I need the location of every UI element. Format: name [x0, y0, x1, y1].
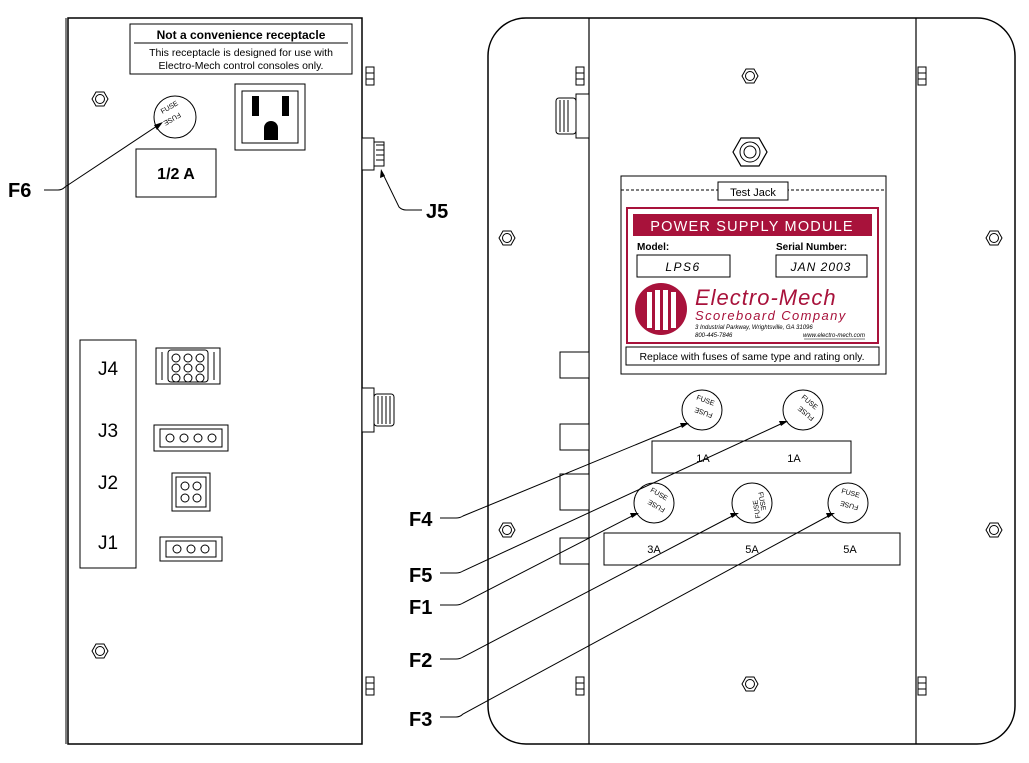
panel-tab — [559, 423, 590, 451]
panel-tab — [559, 473, 590, 511]
fuse-f2-rating: 5A — [745, 544, 759, 556]
callout-f5-label: F5 — [409, 565, 432, 587]
hex-nut-icon — [498, 522, 516, 538]
panel-knob — [555, 93, 590, 139]
hex-nut-icon — [985, 522, 1003, 538]
replace-note-box — [625, 346, 880, 366]
callout-f5: F5 — [409, 421, 788, 587]
side-nut — [365, 66, 375, 86]
callout-f1: F1 — [409, 513, 639, 619]
side-nut — [575, 676, 585, 696]
electro-mech-logo-icon — [635, 283, 687, 335]
callout-f2-label: F2 — [409, 650, 432, 672]
side-nut — [917, 676, 927, 696]
callout-j5-label: J5 — [426, 201, 448, 223]
outlet-receptacle-icon — [234, 83, 306, 151]
fuse-f3-text: FUSE — [841, 488, 861, 500]
side-knob — [361, 387, 395, 433]
module-title: POWER SUPPLY MODULE — [650, 219, 854, 235]
company-address: 3 Industrial Parkway, Wrightsville, GA 3… — [695, 325, 813, 331]
fuse-f6: FUSE FUSE — [153, 95, 197, 139]
side-nut — [365, 676, 375, 696]
connector-j1-icon — [159, 536, 223, 562]
hex-nut-icon — [91, 643, 109, 659]
side-nut — [575, 66, 585, 86]
panel-tab — [559, 351, 590, 379]
fuse-f6-rating-box — [135, 148, 217, 198]
hex-nut-icon — [91, 91, 109, 107]
side-nut — [917, 66, 927, 86]
model-value-box — [636, 254, 731, 278]
fuse-f5: FUSE FUSE — [782, 389, 824, 431]
fuse-f3-rating: 5A — [843, 544, 857, 556]
warning-line-2: Electro-Mech control consoles only. — [159, 60, 324, 72]
fuse-f3-text-2: FUSE — [839, 499, 859, 511]
hex-nut-icon — [741, 68, 759, 84]
fuse-f1-rating: 3A — [647, 544, 661, 556]
callout-f3: F3 — [409, 513, 835, 731]
connector-j4-icon — [155, 347, 221, 385]
fuse-f2-text: FUSE — [756, 492, 766, 512]
fuse-ratings-bottom-box — [603, 532, 901, 566]
fuse-ratings-top-box — [651, 440, 852, 474]
fuse-f3: FUSE FUSE — [827, 482, 869, 524]
serial-value-box — [775, 254, 868, 278]
callout-f6-label: F6 — [8, 180, 31, 202]
warning-title: Not a convenience receptacle — [157, 28, 326, 42]
fuse-f2: FUSE FUSE — [731, 482, 773, 524]
model-label: Model: — [637, 242, 669, 253]
connector-j2-icon — [171, 472, 211, 512]
replace-note: Replace with fuses of same type and rati… — [639, 351, 864, 363]
fuse-f5-rating: 1A — [787, 453, 801, 465]
right-panel: Test Jack POWER SUPPLY MODULE Model: Ser… — [487, 17, 1016, 745]
test-jack-label-box — [717, 181, 789, 201]
fuse-f2-text-2: FUSE — [752, 499, 762, 519]
test-jack-icon — [732, 137, 768, 167]
callout-j5: J5 — [380, 169, 448, 223]
callout-f4: F4 — [409, 423, 689, 531]
company-subtitle: Scoreboard Company — [695, 308, 847, 323]
connector-label-plate — [79, 339, 137, 569]
company-phone: 800-445-7846 — [695, 333, 733, 339]
connector-j4-label: J4 — [98, 359, 119, 380]
hex-nut-icon — [498, 230, 516, 246]
hex-nut-icon — [741, 676, 759, 692]
callout-f4-label: F4 — [409, 509, 433, 531]
company-name: Electro-Mech — [695, 285, 837, 310]
warning-label: Not a convenience receptacle This recept… — [129, 23, 353, 75]
fuse-f4: FUSE FUSE — [681, 389, 723, 431]
callout-f3-label: F3 — [409, 709, 432, 731]
model-value: LPS6 — [665, 260, 700, 274]
callout-f1-label: F1 — [409, 597, 432, 619]
left-panel: Not a convenience receptacle This recept… — [65, 17, 395, 745]
company-website: www.electro-mech.com — [803, 333, 865, 339]
module-title-bar — [633, 214, 872, 236]
hex-nut-icon — [985, 230, 1003, 246]
test-jack-label: Test Jack — [730, 187, 776, 199]
fuse-f6-rating: 1/2 A — [157, 166, 195, 183]
connector-j3-icon — [153, 424, 229, 452]
j5-side-jack — [361, 137, 385, 171]
warning-line-1: This receptacle is designed for use with — [149, 47, 333, 59]
fuse-f1: FUSE FUSE — [633, 482, 675, 524]
connector-j3-label: J3 — [98, 421, 118, 442]
connector-j1-label: J1 — [98, 533, 118, 554]
fuse-f4-rating: 1A — [696, 453, 710, 465]
callout-f6: F6 — [8, 122, 163, 202]
connector-j2-label: J2 — [98, 473, 118, 494]
callout-f2: F2 — [409, 513, 739, 672]
serial-value: JAN 2003 — [790, 260, 852, 274]
serial-label: Serial Number: — [776, 242, 847, 253]
